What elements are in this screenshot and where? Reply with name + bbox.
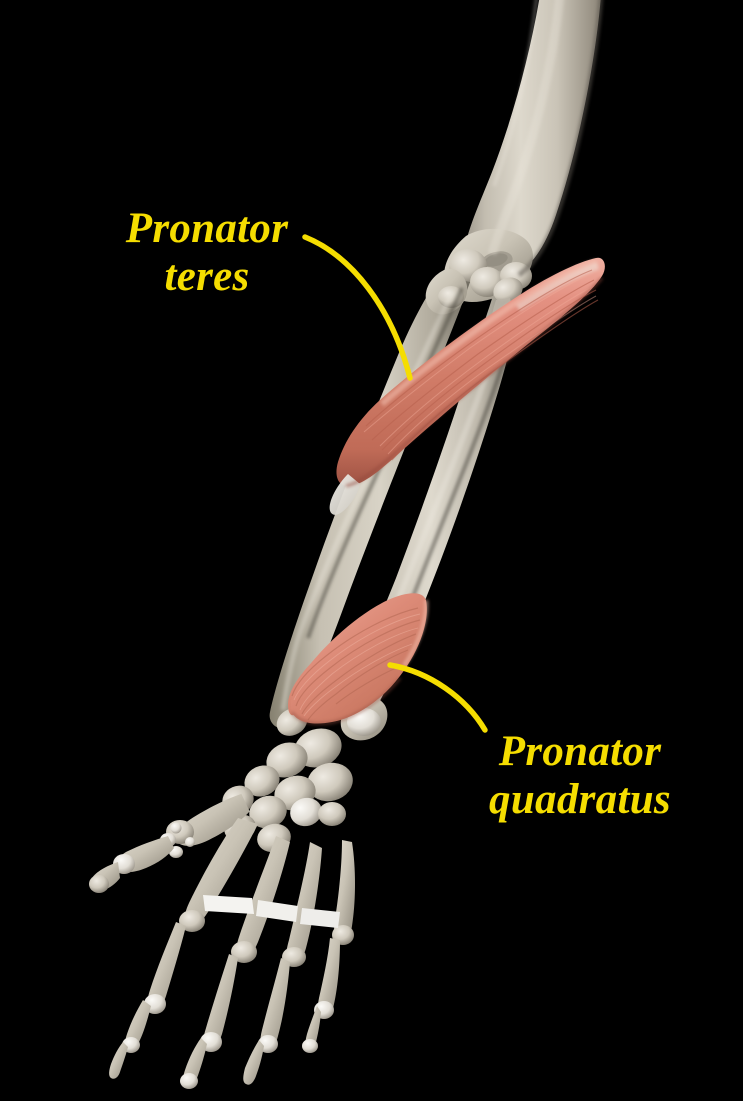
- label-pronator-teres-line2: teres: [164, 253, 250, 301]
- leader-line-pronator-quadratus: [387, 662, 488, 733]
- metacarpals: [166, 793, 355, 967]
- label-pronator-quadratus-line1: Pronator: [498, 728, 662, 775]
- leader-lines: [302, 234, 488, 733]
- pronator-teres-muscle: [329, 257, 605, 515]
- label-pronator-teres: Pronator teres: [97, 205, 317, 301]
- pronator-quadratus-muscle: [288, 593, 429, 726]
- leader-line-pronator-teres: [302, 234, 413, 381]
- label-pronator-teres-line1: Pronator: [125, 205, 289, 252]
- thumb-sesamoid-bones: [170, 822, 195, 847]
- intermetacarpal-ligaments: [203, 895, 340, 928]
- label-pronator-quadratus: Pronator quadratus: [455, 728, 705, 824]
- phalanges: [89, 833, 340, 1089]
- label-pronator-quadratus-line2: quadratus: [489, 776, 671, 824]
